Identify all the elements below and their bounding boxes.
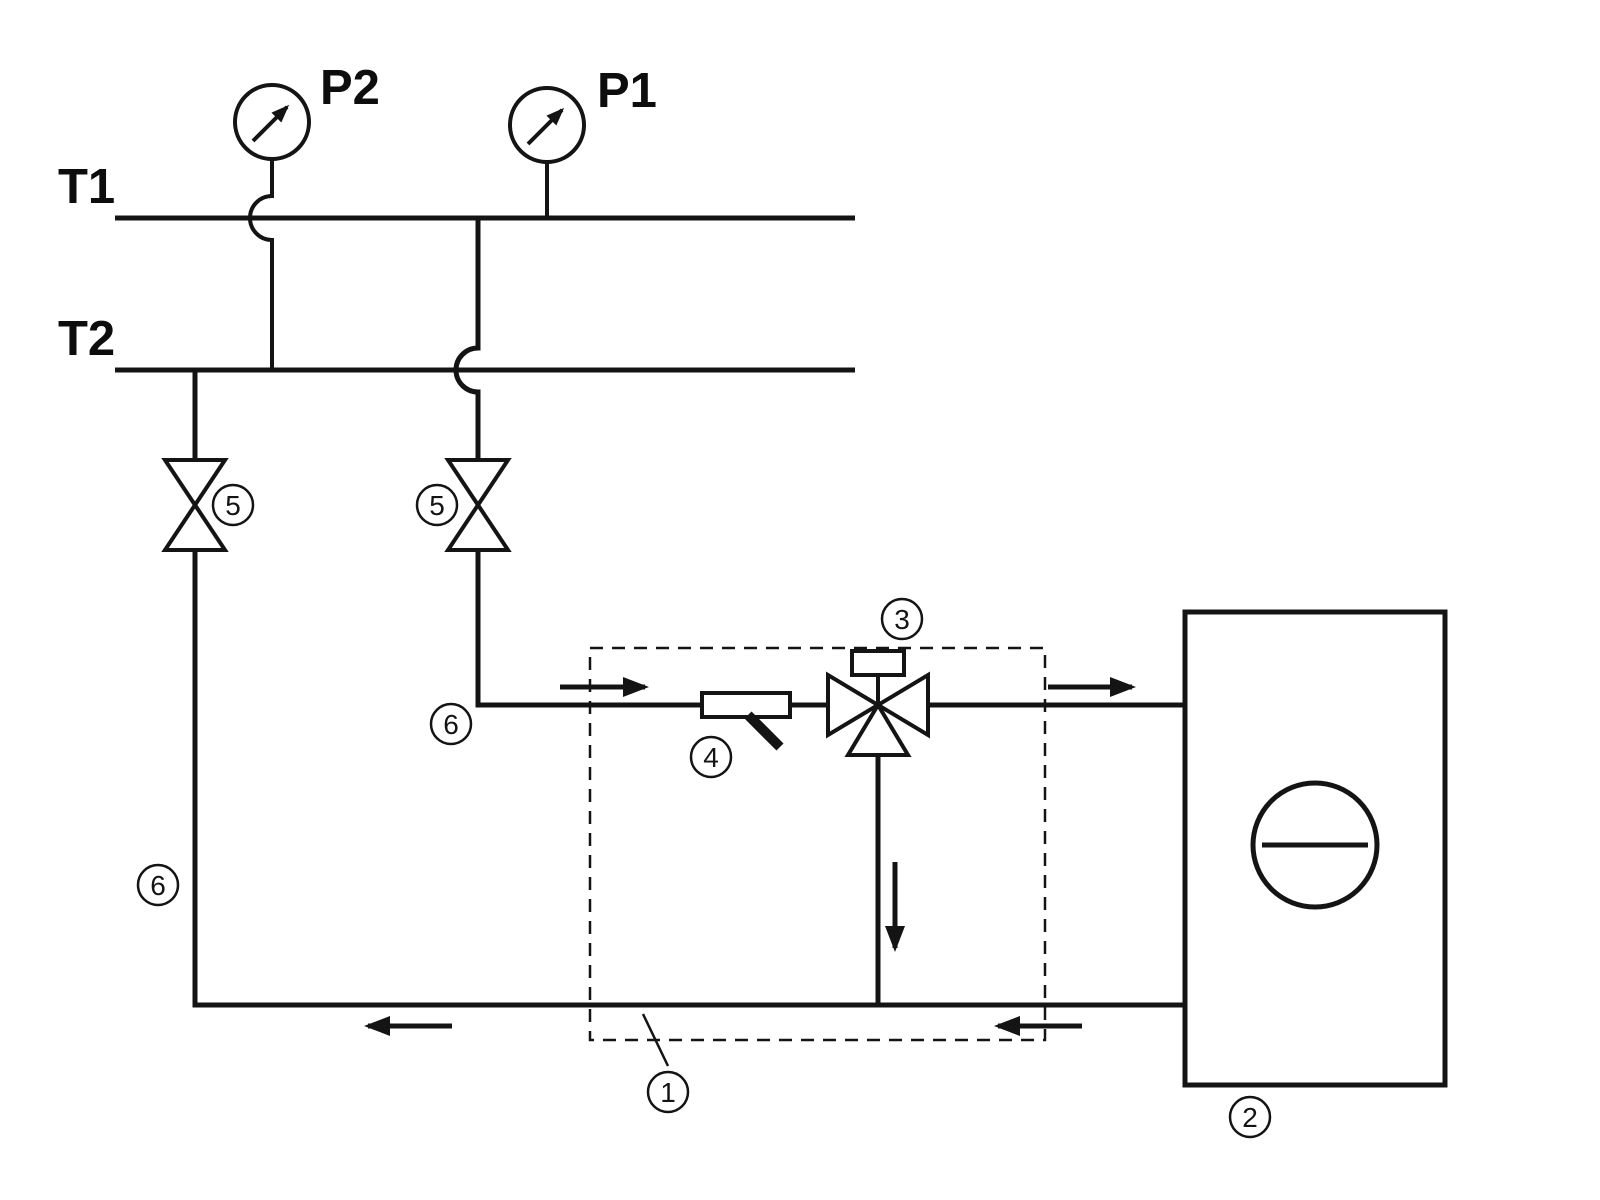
gauge-p1 (508, 86, 586, 164)
callout-3-circle (880, 597, 924, 641)
callout-6-lower: 6 (136, 863, 180, 907)
valve-right-top-wedge (444, 458, 512, 509)
three-way-valve-actuator (850, 649, 906, 677)
callout-1-leader (641, 1013, 670, 1067)
pipe-return-run (192, 548, 1185, 1008)
three-way-valve-bottom-wedge (844, 701, 912, 757)
valve-left-top-wedge (161, 458, 229, 509)
callout-4: 4 (689, 735, 733, 779)
callout-5-left-circle (211, 483, 255, 527)
callout-1: 1 (646, 1070, 690, 1114)
label-t1: T1 (58, 160, 115, 214)
callout-5-left: 5 (211, 483, 255, 527)
pipe-supply-run (475, 548, 1185, 708)
callout-4-circle (689, 735, 733, 779)
three-way-valve-right-wedge (874, 671, 930, 739)
callout-4-number: 4 (703, 742, 719, 773)
three-way-valve-left-wedge (826, 671, 882, 739)
callout-2-circle (1228, 1095, 1272, 1139)
valve-left-bottom-wedge (161, 501, 229, 552)
gauge-p2 (233, 83, 311, 161)
mixing-unit-boundary (588, 646, 1047, 1042)
label-p2: P2 (320, 61, 380, 115)
callout-1-circle (646, 1070, 690, 1114)
callout-2-number: 2 (1242, 1102, 1258, 1133)
strainer-body (700, 691, 792, 719)
callout-6-lower-number: 6 (150, 870, 166, 901)
callout-6-upper-circle (429, 702, 473, 746)
callout-3: 3 (880, 597, 924, 641)
label-t2: T2 (58, 312, 115, 366)
flow-arrows (364, 677, 1136, 1036)
callout-6-upper-number: 6 (443, 709, 459, 740)
gauge-p2-needle-icon (251, 104, 290, 143)
strainer-leg (744, 711, 784, 751)
callout-5-right: 5 (415, 483, 459, 527)
three-way-valve (826, 649, 930, 757)
label-p1: P1 (597, 64, 657, 118)
shutoff-valve-supply (444, 458, 512, 552)
pipe-gauge-p2-stem (248, 159, 274, 370)
valve-right-bottom-wedge (444, 501, 512, 552)
strainer (700, 691, 792, 751)
callout-5-right-circle (415, 483, 459, 527)
callout-5-right-number: 5 (429, 490, 445, 521)
callout-3-number: 3 (894, 604, 910, 635)
gauge-p1-needle-icon (526, 107, 565, 146)
heat-exchanger-unit (1182, 609, 1448, 1088)
callout-6-upper: 6 (429, 702, 473, 746)
callout-1-number: 1 (660, 1077, 676, 1108)
callout-5-left-number: 5 (225, 490, 241, 521)
callout-2: 2 (1228, 1095, 1272, 1139)
shutoff-valve-return (161, 458, 229, 552)
pipe-supply-branch-upper (453, 218, 481, 462)
pipe-network (115, 159, 1185, 1008)
callout-6-lower-circle (136, 863, 180, 907)
